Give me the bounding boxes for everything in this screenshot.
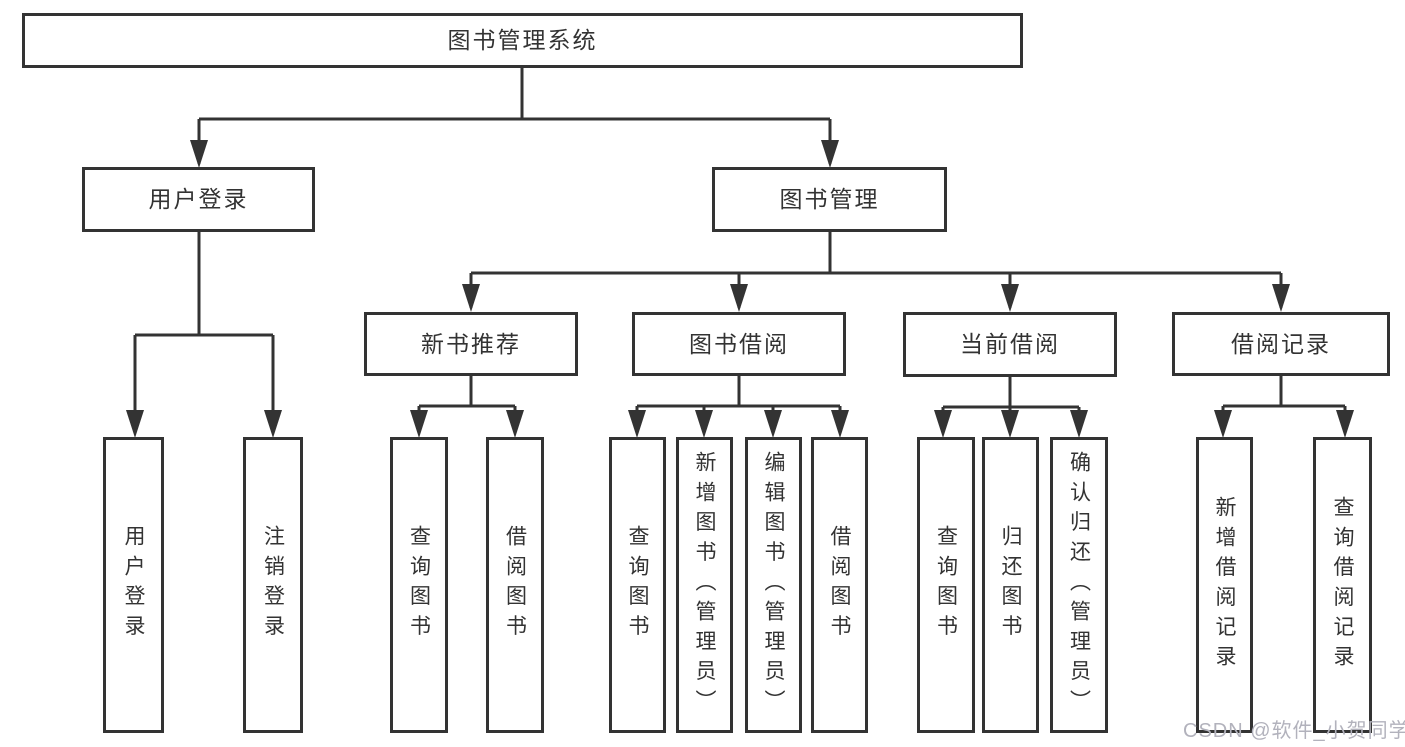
node-new-book-recommend: 新书推荐 <box>364 312 578 376</box>
leaf-user-login: 用户登录 <box>103 437 164 733</box>
leaf-confirm-return-admin: 确认归还（管理员） <box>1050 437 1108 733</box>
node-book-management: 图书管理 <box>712 167 947 232</box>
leaf-return-book: 归还图书 <box>982 437 1039 733</box>
leaf-edit-book-admin: 编辑图书（管理员） <box>745 437 802 733</box>
connector-new-book-recommend-to-leaves <box>417 376 517 433</box>
leaf-query-book-current: 查询图书 <box>917 437 975 733</box>
leaf-logout-login: 注销登录 <box>243 437 303 733</box>
leaf-add-book-admin: 新增图书（管理员） <box>676 437 733 733</box>
watermark: CSDN @软件_小贺同学 <box>1183 720 1405 742</box>
connector-root-to-level2 <box>197 68 832 164</box>
connector-borrow-records-to-leaves <box>1221 376 1347 433</box>
leaf-query-borrow-record: 查询借阅记录 <box>1313 437 1372 733</box>
leaf-borrow-book-recommend: 借阅图书 <box>486 437 544 733</box>
leaf-query-book-borrow: 查询图书 <box>609 437 666 733</box>
node-root-system: 图书管理系统 <box>22 13 1023 68</box>
connector-user-login-to-leaves <box>133 232 275 433</box>
connector-book-borrow-to-leaves <box>635 376 842 433</box>
leaf-query-book-recommend: 查询图书 <box>390 437 448 733</box>
node-book-borrow: 图书借阅 <box>632 312 846 376</box>
node-borrow-records: 借阅记录 <box>1172 312 1390 376</box>
arrowhead-icons <box>126 140 1354 438</box>
leaf-add-borrow-record: 新增借阅记录 <box>1196 437 1253 733</box>
leaf-borrow-book: 借阅图书 <box>811 437 868 733</box>
node-user-login: 用户登录 <box>82 167 315 232</box>
node-current-borrow: 当前借阅 <box>903 312 1117 377</box>
connector-book-management-to-level3 <box>469 232 1283 308</box>
